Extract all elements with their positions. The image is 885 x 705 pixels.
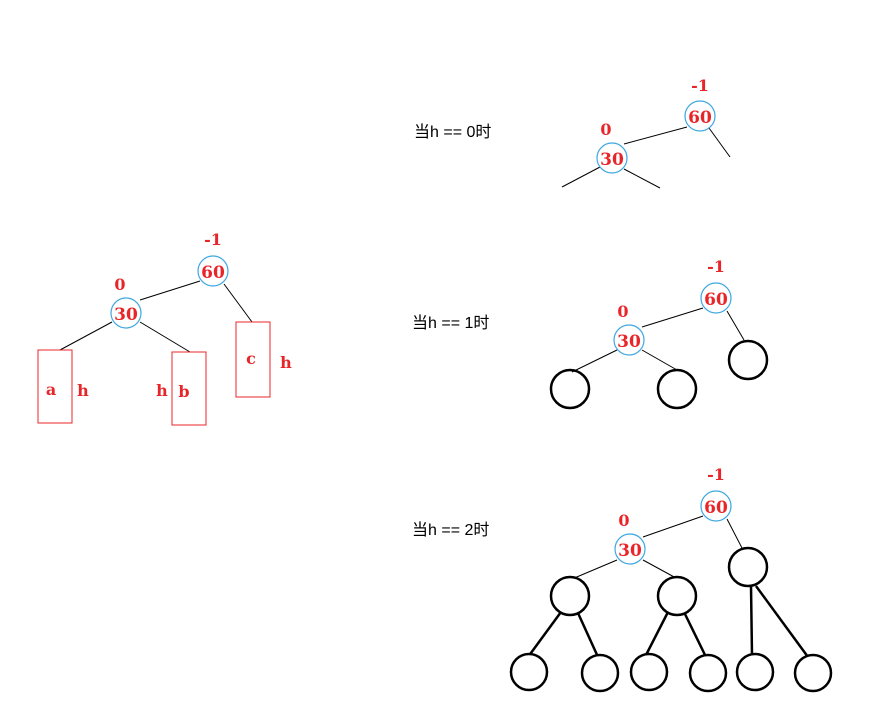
leaf-node [629, 652, 669, 692]
edge-60-right-null [708, 127, 731, 158]
edge-lower [682, 611, 708, 658]
inner-node [549, 575, 591, 617]
edge-60-right-child [726, 518, 743, 549]
subtree-b-label: b [178, 382, 189, 401]
subtree-b-height: h [156, 381, 168, 400]
edge-lower [754, 585, 810, 658]
node-30-value: 30 [618, 541, 642, 561]
node-60-value: 60 [688, 108, 712, 128]
edge-30-right-child [641, 349, 678, 371]
node-60-ring [684, 100, 716, 132]
general-tree: 60 -1 30 0 a h b h c h [37, 230, 292, 426]
subtree-a-height: h [77, 381, 89, 400]
edge-60-30 [623, 126, 688, 145]
leaf-node [727, 339, 769, 381]
node-60-balance-factor: -1 [691, 76, 709, 95]
leaf-node [688, 653, 728, 693]
node-30-ring [613, 324, 645, 356]
node-30-balance-factor: 0 [114, 275, 125, 294]
edge-60-c [223, 283, 253, 323]
node-30-ring [614, 533, 646, 565]
leaf-node [580, 653, 620, 693]
edge-lower [576, 612, 600, 658]
subtree-b-box [171, 351, 207, 426]
case-h0: 当h == 0时 60 -1 30 0 [414, 76, 731, 189]
case-h0-label: 当h == 0时 [414, 123, 491, 141]
case-h1-label: 当h == 1时 [412, 314, 489, 332]
edge-lower [643, 611, 670, 658]
subtree-c-box [235, 321, 271, 398]
case-h1: 当h == 1时 60 -1 30 0 [412, 257, 769, 410]
subtree-c-height: h [280, 353, 292, 372]
subtree-a-label: a [46, 380, 56, 399]
node-60-balance-factor: -1 [707, 257, 725, 276]
node-30-value: 30 [617, 332, 641, 352]
node-30-balance-factor: 0 [617, 302, 628, 321]
edge-60-30 [642, 515, 704, 538]
edge-60-right-child [726, 310, 745, 341]
edge-lower [526, 611, 563, 658]
node-30-balance-factor: 0 [600, 120, 611, 139]
node-60-balance-factor: -1 [204, 230, 222, 249]
node-60-value: 60 [201, 263, 225, 283]
subtree-a-box [37, 349, 73, 424]
edge-lower [749, 585, 754, 656]
edge-30-b [139, 321, 191, 353]
subtree-c-label: c [246, 349, 256, 368]
node-60-ring [700, 490, 732, 522]
edge-60-30 [139, 280, 201, 301]
leaf-node [509, 652, 549, 692]
node-30-ring [596, 142, 628, 174]
node-60-ring [197, 255, 229, 287]
edge-30-left-child [571, 349, 618, 373]
node-30-value: 30 [114, 305, 138, 325]
case-h2: 当h == 2时 60 -1 30 0 [412, 465, 833, 693]
edge-60-30 [641, 307, 704, 328]
edge-30-a [59, 321, 113, 351]
node-30-ring [110, 297, 142, 329]
case-h2-label: 当h == 2时 [412, 521, 489, 539]
leaf-node [735, 652, 775, 692]
edge-30-right-child [642, 559, 677, 579]
inner-node [727, 546, 769, 588]
leaf-node [656, 368, 698, 410]
leaf-node [793, 653, 833, 693]
edge-30-right-null [623, 168, 661, 189]
edge-30-left-null [561, 166, 601, 188]
inner-node [656, 575, 698, 617]
node-60-ring [700, 282, 732, 314]
node-60-value: 60 [704, 498, 728, 518]
node-30-value: 30 [600, 150, 624, 170]
leaf-node [549, 368, 591, 410]
node-60-balance-factor: -1 [707, 465, 725, 484]
node-60-value: 60 [704, 290, 728, 310]
node-30-balance-factor: 0 [618, 511, 629, 530]
edge-30-left-child [571, 559, 618, 580]
